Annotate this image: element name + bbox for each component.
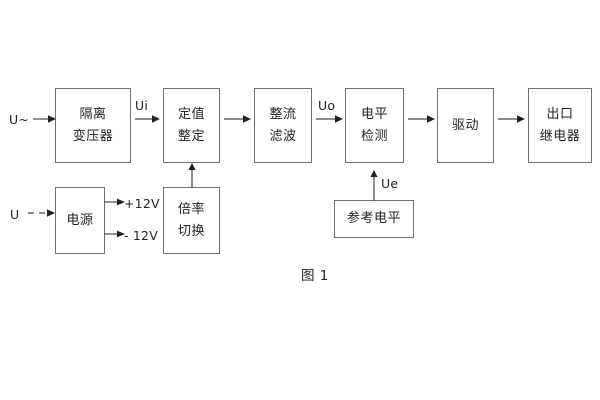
block-label-line: 整流 (269, 107, 297, 123)
connector-setting-value-to-rectify-filter (224, 113, 252, 125)
block-label-line: 切换 (177, 223, 205, 239)
signal-label-ue: Ue (381, 176, 399, 191)
block-label-line: 继电器 (539, 128, 581, 144)
block-isolation-transformer: 隔离 变压器 (55, 88, 131, 163)
block-setting-value: 定值 整定 (163, 88, 220, 163)
connector-input-dc-to-power-supply (28, 207, 56, 219)
arrow-up-icon (370, 170, 378, 201)
block-level-detection: 电平 检测 (345, 88, 404, 163)
block-label-line: 出口 (546, 107, 574, 123)
block-label-line: 滤波 (269, 128, 297, 144)
block-output-relay: 出口 继电器 (528, 88, 592, 163)
signal-label-input-ac: U~ (9, 112, 30, 127)
arrow-right-icon (135, 115, 160, 123)
signal-label-uo: Uo (318, 98, 336, 113)
block-label-line: 检测 (360, 128, 388, 144)
block-label-line: 电平 (360, 107, 388, 123)
signal-label-input-dc: U (10, 207, 20, 222)
dashed-arrow-right-icon (28, 209, 55, 217)
connector-ratio-switch-to-setting-value (186, 163, 198, 188)
connector-power-supply-rail-positive (104, 196, 126, 208)
arrow-right-icon (316, 115, 343, 123)
block-drive: 驱动 (437, 88, 494, 163)
block-reference-level: 参考电平 (334, 200, 414, 238)
arrow-up-icon (188, 163, 196, 188)
block-label-line: 整定 (177, 128, 205, 144)
connector-input-ac-to-isolation-transformer (33, 113, 57, 125)
block-label-line: 变压器 (72, 128, 114, 144)
signal-label-ui: Ui (135, 98, 149, 113)
block-label-line: 隔离 (79, 107, 107, 123)
arrow-right-icon (104, 230, 125, 238)
block-label-line: 参考电平 (346, 211, 401, 227)
connector-rectify-filter-to-level-detection (316, 113, 344, 125)
connector-level-detection-to-drive (408, 113, 436, 125)
connector-power-supply-rail-negative (104, 228, 126, 240)
figure-caption: 图 1 (301, 268, 329, 284)
signal-label-rail-negative: - 12V (124, 228, 158, 243)
arrow-right-icon (104, 198, 125, 206)
block-ratio-switch: 倍率 切换 (163, 187, 220, 254)
block-label-line: 定值 (177, 107, 205, 123)
block-power-supply: 电源 (55, 187, 105, 254)
connector-drive-to-output-relay (498, 113, 526, 125)
arrow-right-icon (408, 115, 435, 123)
arrow-right-icon (498, 115, 525, 123)
block-label-line: 倍率 (177, 202, 205, 218)
connector-reference-level-to-level-detection (368, 170, 380, 201)
arrow-right-icon (224, 115, 251, 123)
arrow-right-icon (33, 115, 56, 123)
block-label-line: 电源 (66, 212, 94, 228)
block-label-line: 驱动 (451, 117, 479, 133)
block-rectify-filter: 整流 滤波 (254, 88, 312, 163)
signal-label-rail-positive: +12V (124, 196, 160, 211)
connector-isolation-transformer-to-setting-value (135, 113, 161, 125)
